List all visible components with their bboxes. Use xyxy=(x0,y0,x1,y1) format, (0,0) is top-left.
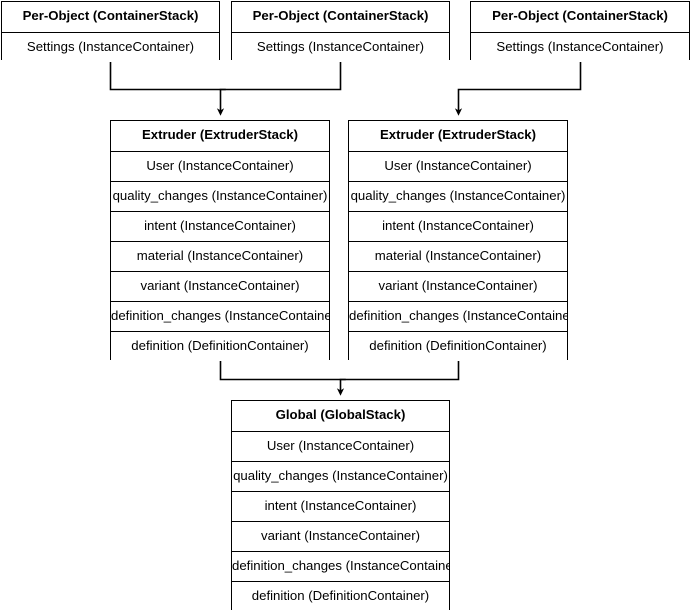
node-row-user: User (InstanceContainer) xyxy=(232,431,449,461)
node-row-definition-changes: definition_changes (InstanceContainer) xyxy=(111,301,329,331)
node-extruder-left[interactable]: Extruder (ExtruderStack) User (InstanceC… xyxy=(110,120,330,361)
node-row-intent: intent (InstanceContainer) xyxy=(232,491,449,521)
connector-per-object-3-to-extruder-right xyxy=(454,59,582,116)
node-row-variant: variant (InstanceContainer) xyxy=(111,271,329,301)
connector-per-object-1-to-extruder-left xyxy=(109,59,226,91)
node-row-variant: variant (InstanceContainer) xyxy=(349,271,567,301)
node-row-settings: Settings (InstanceContainer) xyxy=(471,32,689,62)
node-row-settings: Settings (InstanceContainer) xyxy=(232,32,449,62)
node-header: Per-Object (ContainerStack) xyxy=(232,2,449,32)
node-row-definition-changes: definition_changes (InstanceContainer) xyxy=(232,551,449,581)
connector-per-object-2-to-extruder-left xyxy=(216,59,342,116)
node-row-user: User (InstanceContainer) xyxy=(349,151,567,181)
node-header: Extruder (ExtruderStack) xyxy=(111,121,329,151)
node-header: Global (GlobalStack) xyxy=(232,401,449,431)
node-header: Per-Object (ContainerStack) xyxy=(471,2,689,32)
node-row-quality-changes: quality_changes (InstanceContainer) xyxy=(111,181,329,211)
node-row-quality-changes: quality_changes (InstanceContainer) xyxy=(349,181,567,211)
node-row-definition: definition (DefinitionContainer) xyxy=(111,331,329,361)
node-global[interactable]: Global (GlobalStack) User (InstanceConta… xyxy=(231,400,450,611)
node-row-settings: Settings (InstanceContainer) xyxy=(2,32,219,62)
node-row-user: User (InstanceContainer) xyxy=(111,151,329,181)
node-row-intent: intent (InstanceContainer) xyxy=(349,211,567,241)
node-per-object-1[interactable]: Per-Object (ContainerStack) Settings (In… xyxy=(1,1,220,62)
connector-extruder-left-to-global xyxy=(219,359,346,381)
node-row-definition-changes: definition_changes (InstanceContainer) xyxy=(349,301,567,331)
node-header: Per-Object (ContainerStack) xyxy=(2,2,219,32)
node-row-quality-changes: quality_changes (InstanceContainer) xyxy=(232,461,449,491)
node-row-definition: definition (DefinitionContainer) xyxy=(232,581,449,611)
node-row-intent: intent (InstanceContainer) xyxy=(111,211,329,241)
node-row-material: material (InstanceContainer) xyxy=(349,241,567,271)
node-row-variant: variant (InstanceContainer) xyxy=(232,521,449,551)
connector-extruder-right-to-global xyxy=(336,359,460,396)
node-per-object-2[interactable]: Per-Object (ContainerStack) Settings (In… xyxy=(231,1,450,62)
node-header: Extruder (ExtruderStack) xyxy=(349,121,567,151)
node-row-definition: definition (DefinitionContainer) xyxy=(349,331,567,361)
node-per-object-3[interactable]: Per-Object (ContainerStack) Settings (In… xyxy=(470,1,690,62)
node-row-material: material (InstanceContainer) xyxy=(111,241,329,271)
node-extruder-right[interactable]: Extruder (ExtruderStack) User (InstanceC… xyxy=(348,120,568,361)
